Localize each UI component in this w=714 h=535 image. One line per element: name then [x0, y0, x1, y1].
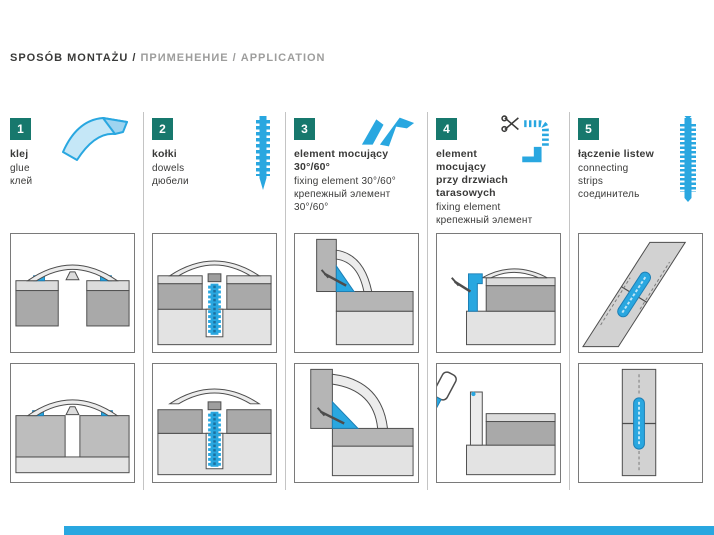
figure-connecting-diagonal: [578, 233, 703, 353]
step-1-number: 1: [17, 122, 24, 136]
fixing-element-icon: [359, 114, 417, 155]
column-divider: [285, 112, 286, 490]
method-3-figures: [294, 233, 419, 493]
method-2-title: kołki: [152, 148, 177, 160]
step-4-badge: 4: [436, 118, 457, 140]
method-column-terrace-door: 4 element mocujący przy drzwiach tarasow…: [436, 112, 561, 490]
method-3-texts: element mocujący 30°/60° fixing element …: [294, 148, 414, 214]
step-2-badge: 2: [152, 118, 173, 140]
method-1-texts: klej glue клей: [10, 148, 130, 188]
method-4-title: element mocujący przy drzwiach tarasowyc…: [436, 148, 509, 199]
bottom-accent-bar: [64, 526, 714, 535]
method-3-subtitle: fixing element 30°/60° крепежный элемент…: [294, 176, 396, 213]
method-1-figures: [10, 233, 135, 493]
figure-dowel-top: [152, 233, 277, 353]
method-column-fixing-element: 3 element mocujący 30°/60° fixing elemen…: [294, 112, 419, 490]
figure-fixing-30: [294, 233, 419, 353]
method-2-texts: kołki dowels дюбели: [152, 148, 272, 188]
method-2-figures: [152, 233, 277, 493]
method-5-figures: [578, 233, 703, 493]
method-2-subtitle: dowels дюбели: [152, 163, 189, 187]
method-column-dowels: 2 kołki dowels дюбели: [152, 112, 277, 490]
scissors-cut-icon: [501, 114, 557, 177]
connecting-strip-icon: [677, 114, 699, 207]
figure-fixing-60: [294, 363, 419, 483]
figure-terrace-glue: [436, 363, 561, 483]
step-5-number: 5: [585, 122, 592, 136]
method-column-connecting-strips: 5 łączenie listew connecting strips соед…: [578, 112, 703, 490]
method-5-texts: łączenie listew connecting strips соедин…: [578, 148, 698, 201]
figure-dowel-bottom: [152, 363, 277, 483]
method-4-texts: element mocujący przy drzwiach tarasowyc…: [436, 148, 556, 227]
step-4-number: 4: [443, 122, 450, 136]
column-divider: [427, 112, 428, 490]
page-title-secondary: ПРИМЕНЕНИЕ / APPLICATION: [136, 52, 326, 64]
application-methods: 1 klej glue клей: [10, 112, 703, 490]
method-4-subtitle: fixing element крепежный элемент: [436, 202, 533, 226]
step-3-number: 3: [301, 122, 308, 136]
figure-glue-top: [10, 233, 135, 353]
page-title: SPOSÓB MONTAŻU / ПРИМЕНЕНИЕ / APPLICATIO…: [10, 52, 326, 64]
method-5-subtitle: connecting strips соединитель: [578, 163, 640, 200]
method-1-subtitle: glue клей: [10, 163, 33, 187]
step-3-badge: 3: [294, 118, 315, 140]
method-1-title: klej: [10, 148, 29, 160]
step-5-badge: 5: [578, 118, 599, 140]
column-divider: [569, 112, 570, 490]
dowel-icon: [253, 114, 273, 199]
figure-terrace-bracket: [436, 233, 561, 353]
page-title-primary: SPOSÓB MONTAŻU /: [10, 52, 137, 64]
step-2-number: 2: [159, 122, 166, 136]
method-4-figures: [436, 233, 561, 493]
figure-connecting-straight: [578, 363, 703, 483]
method-5-title: łączenie listew: [578, 148, 654, 160]
column-divider: [143, 112, 144, 490]
method-3-title: element mocujący 30°/60°: [294, 148, 389, 173]
figure-glue-bottom: [10, 363, 135, 483]
method-column-glue: 1 klej glue клей: [10, 112, 135, 490]
step-1-badge: 1: [10, 118, 31, 140]
glue-profile-icon: [57, 112, 135, 171]
